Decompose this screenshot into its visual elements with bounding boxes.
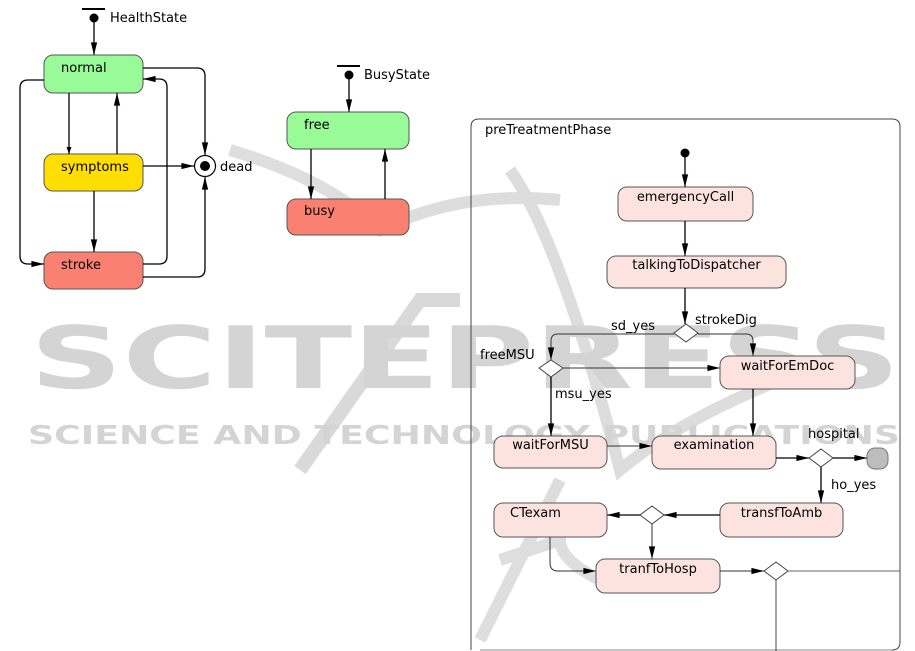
state-busy[interactable]: busy	[286, 198, 410, 236]
state-normal-label: normal	[61, 61, 107, 76]
activity-box[interactable]	[651, 435, 777, 470]
activity-label: CTexam	[510, 506, 561, 521]
final-state-dead[interactable]: dead	[193, 154, 253, 178]
initial-node	[680, 148, 690, 158]
activity-box[interactable]	[719, 502, 844, 538]
activity-CTexam[interactable]: CTexam	[493, 502, 608, 538]
state-free-box[interactable]	[286, 111, 410, 150]
state-symptoms-label: symptoms	[61, 160, 129, 175]
state-symptoms[interactable]: symptoms	[43, 153, 144, 192]
activity-box[interactable]	[606, 255, 787, 289]
watermark-swoosh	[505, 166, 783, 481]
final-node[interactable]	[866, 447, 889, 470]
flow-strokeDig-waitForEmDoc	[698, 333, 757, 356]
phase-frame	[470, 118, 901, 651]
activity-label: waitForMSU	[512, 438, 589, 453]
transition-normal-dead	[143, 67, 209, 155]
decision-label: hospital	[808, 427, 860, 442]
activity-label: examination	[674, 438, 755, 453]
decision-hospital[interactable]: hospital	[808, 427, 860, 468]
activity-box[interactable]	[595, 558, 721, 594]
decision-diamond[interactable]	[808, 448, 834, 468]
health-state-title: HealthState	[110, 11, 187, 26]
flow-strokeDig-freeMSU	[547, 333, 674, 360]
activity-tranfToHosp[interactable]: tranfToHosp	[595, 558, 721, 594]
state-busy-box[interactable]	[286, 198, 410, 236]
busy-state-title: BusyState	[364, 68, 430, 83]
decision-label: strokeDig	[695, 313, 757, 328]
state-normal[interactable]: normal	[43, 54, 144, 94]
decision-diamond[interactable]	[673, 323, 699, 343]
activity-talkingToDispatcher[interactable]: talkingToDispatcher	[606, 255, 787, 289]
decision-label: freeMSU	[480, 348, 535, 363]
busy-state-machine: BusyState free busy	[286, 65, 430, 236]
initial-state-dot	[344, 70, 354, 80]
activity-label: transfToAmb	[741, 506, 823, 521]
final-state-dot	[200, 161, 210, 171]
state-normal-box[interactable]	[43, 54, 144, 94]
activity-box[interactable]	[719, 355, 856, 390]
activity-label: emergencyCall	[637, 190, 734, 205]
watermark-swoosh	[294, 293, 460, 475]
flow-CTexam-tranfToHosp	[549, 537, 597, 575]
transition-normal-stroke	[19, 79, 44, 268]
activity-label: waitForEmDoc	[741, 359, 835, 374]
guard-ho-yes: ho_yes	[831, 478, 876, 493]
activity-examination[interactable]: examination	[651, 435, 777, 470]
activity-emergencyCall[interactable]: emergencyCall	[617, 186, 754, 222]
decision-diamond-merge[interactable]	[639, 505, 665, 525]
state-stroke[interactable]: stroke	[43, 251, 144, 290]
decision-strokeDig[interactable]: strokeDig	[673, 313, 757, 343]
transition-stroke-normal	[143, 75, 168, 265]
state-stroke-label: stroke	[61, 258, 101, 273]
final-state-dead-label: dead	[220, 160, 252, 175]
pre-treatment-phase: preTreatmentPhase emergencyCall talkingT…	[470, 118, 901, 651]
decision-diamond-final[interactable]	[763, 561, 789, 581]
transition-stroke-dead	[143, 177, 209, 278]
state-free-label: free	[304, 118, 330, 133]
activity-waitForEmDoc[interactable]: waitForEmDoc	[719, 355, 856, 390]
guard-sd-yes: sd_yes	[611, 319, 655, 334]
activity-waitForMSU[interactable]: waitForMSU	[493, 435, 608, 469]
activity-label: talkingToDispatcher	[632, 258, 761, 273]
guard-msu-yes: msu_yes	[555, 387, 612, 402]
activity-transfToAmb[interactable]: transfToAmb	[719, 502, 844, 538]
state-busy-label: busy	[304, 204, 335, 219]
activity-label: tranfToHosp	[619, 562, 697, 577]
activity-box[interactable]	[493, 435, 608, 469]
initial-state-dot	[89, 13, 99, 23]
state-free[interactable]: free	[286, 111, 410, 150]
phase-title: preTreatmentPhase	[485, 123, 611, 138]
health-state-machine: HealthState normal symptoms stroke dead	[19, 8, 253, 290]
decision-freeMSU[interactable]: freeMSU	[480, 348, 564, 378]
